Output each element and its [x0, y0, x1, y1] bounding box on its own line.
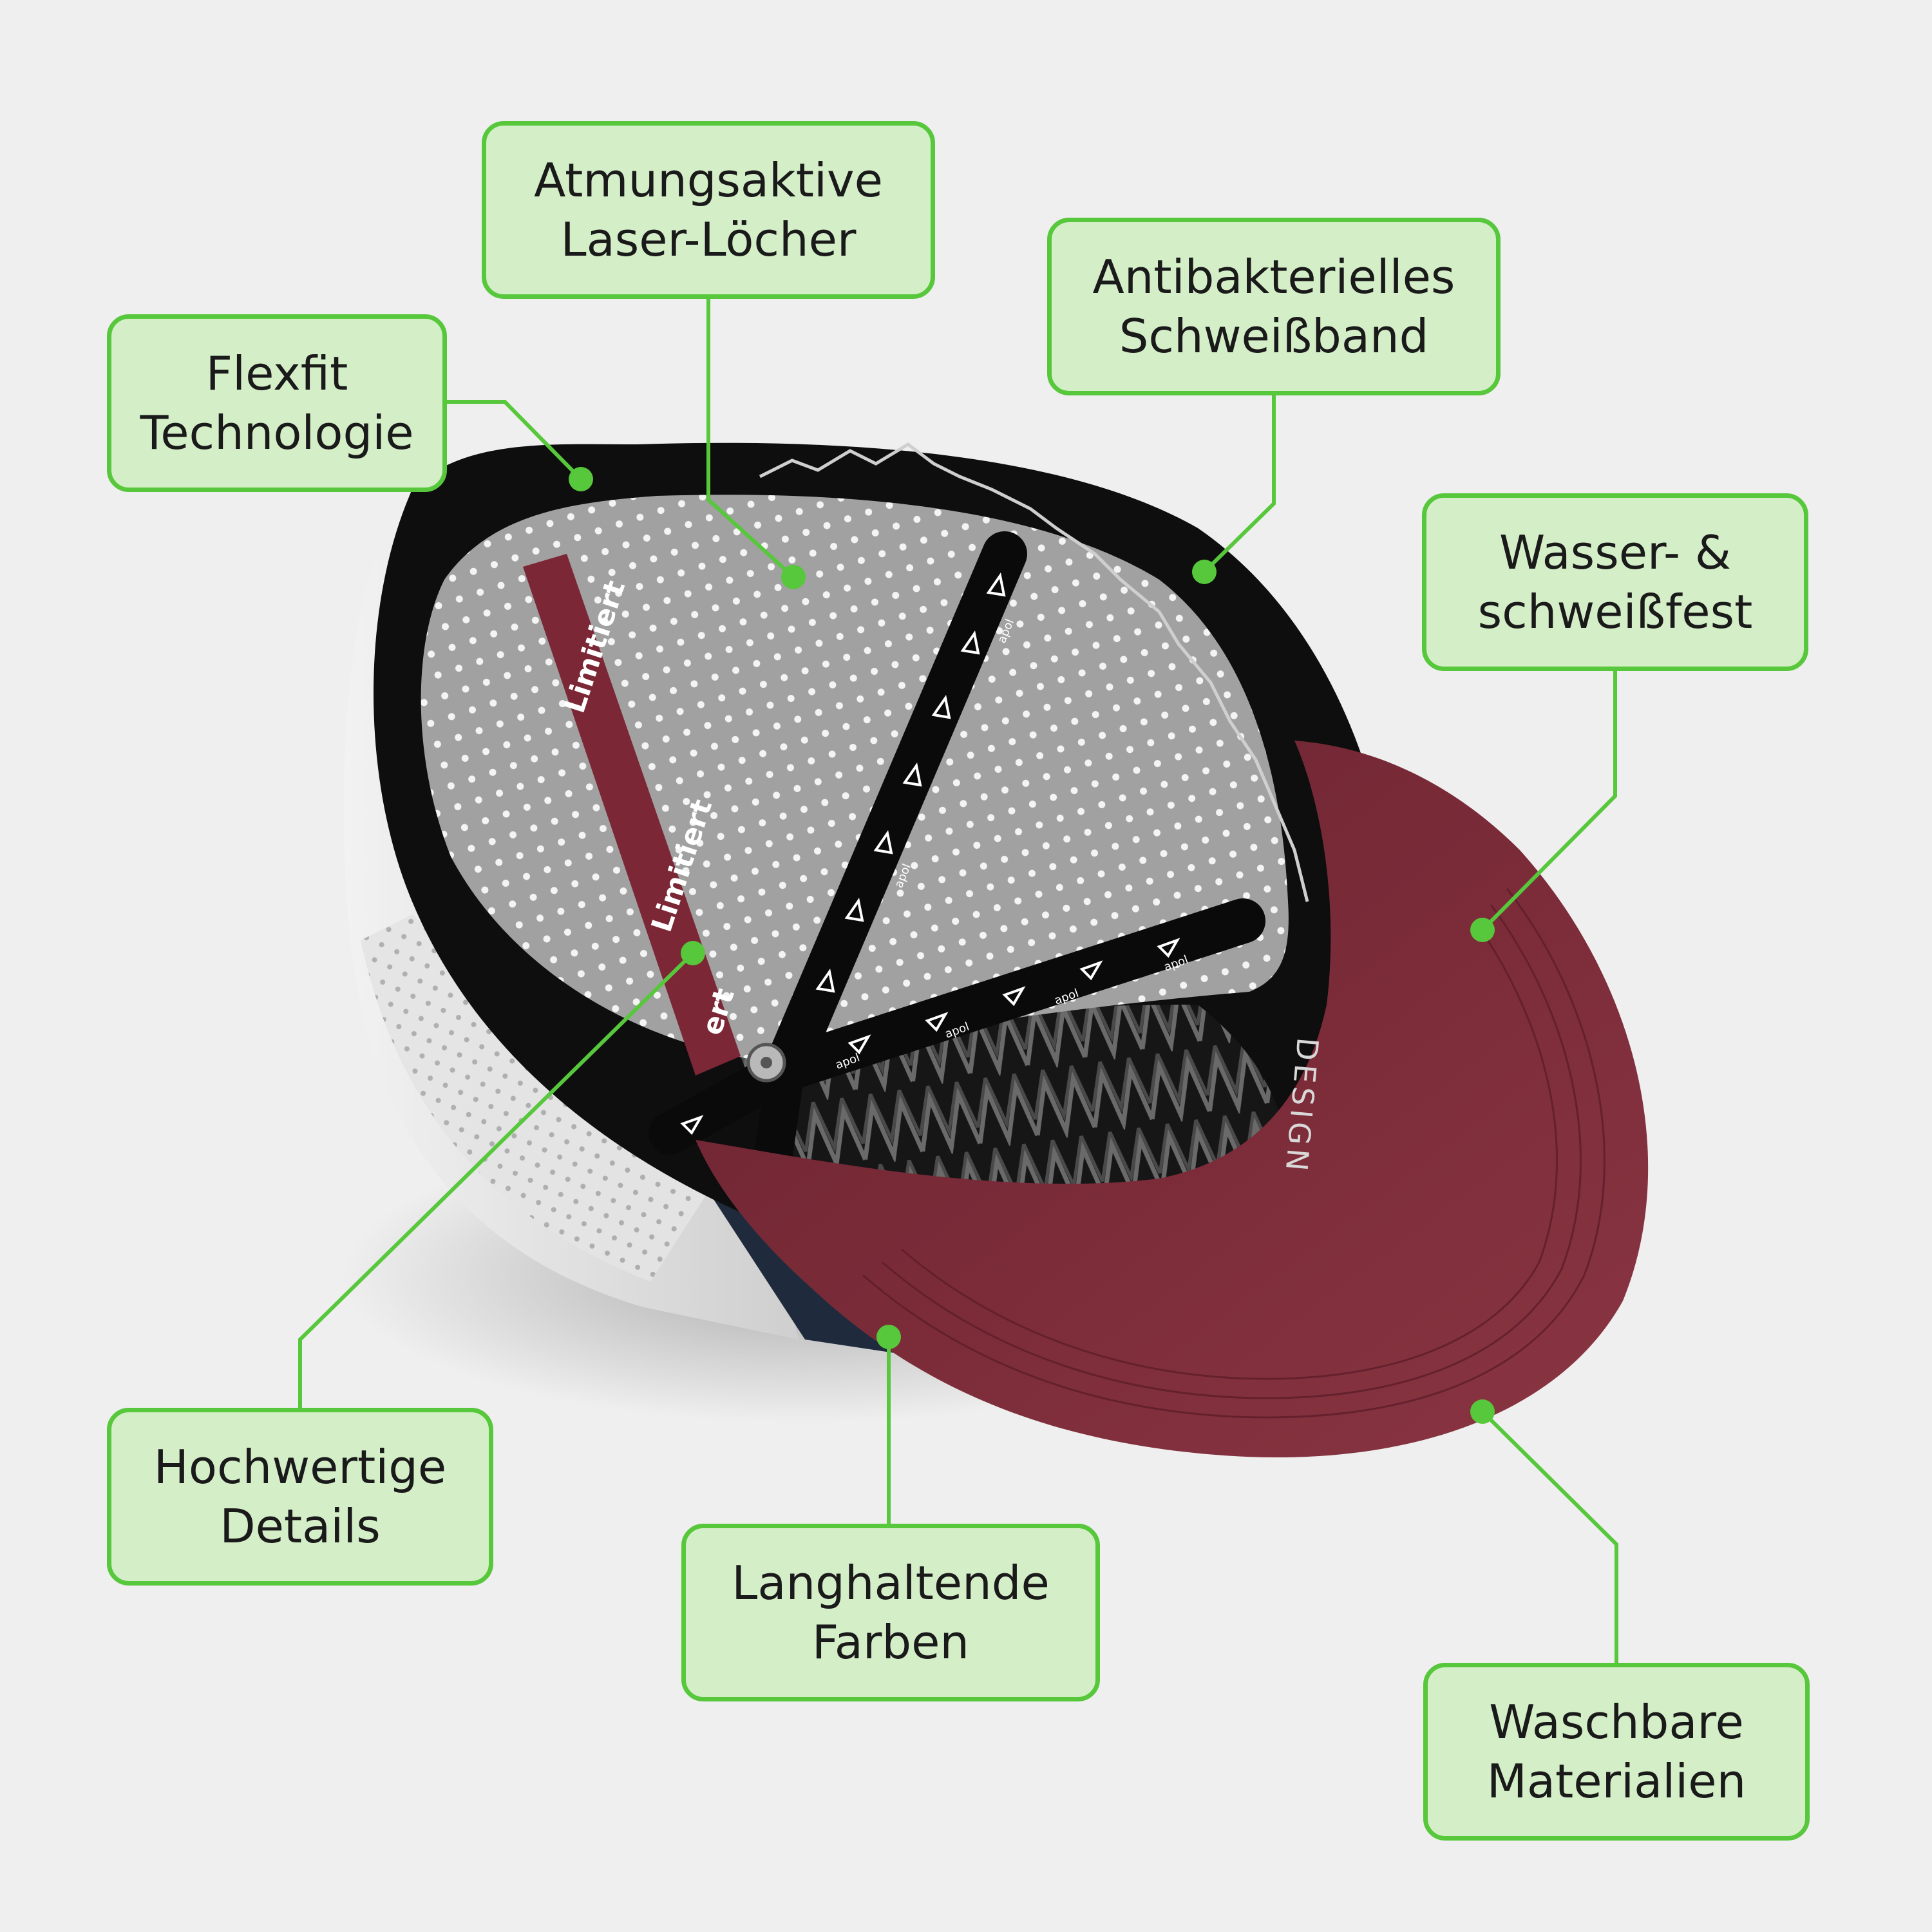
dot-waterproof [1470, 918, 1495, 942]
callout-colors-line2: Farben [811, 1615, 970, 1669]
callout-sweatband-line2: Schweißband [1119, 309, 1429, 363]
connector-washable [1481, 1410, 1618, 1663]
tape-logos [680, 572, 1180, 1135]
dot-flexfit [569, 467, 593, 491]
callout-flexfit: Flexfit Technologie [107, 314, 447, 492]
mountain-print [759, 442, 1309, 902]
connector-dots [569, 467, 1495, 1424]
brim-stitching [862, 888, 1605, 1419]
callout-waterproof-line1: Wasser- & [1499, 526, 1732, 580]
mesh-crown [421, 495, 1289, 1063]
dot-laser [781, 565, 806, 589]
callout-colors-line1: Langhaltende [732, 1556, 1050, 1610]
callout-details: Hochwertige Details [107, 1408, 493, 1586]
callout-sweatband: Antibakterielles Schweißband [1047, 218, 1501, 395]
callout-flexfit-line2: Technologie [140, 406, 414, 460]
callout-colors: Langhaltende Farben [681, 1524, 1100, 1701]
callout-details-line1: Hochwertige [153, 1440, 447, 1494]
connector-flexfit [447, 400, 583, 481]
dot-sweatband [1192, 560, 1217, 584]
crown-side-perforation [361, 914, 708, 1282]
callout-waterproof-line2: schweißfest [1477, 585, 1753, 639]
connector-laser [706, 299, 795, 579]
callout-washable-line2: Materialien [1486, 1754, 1747, 1808]
callout-waterproof: Wasser- & schweißfest [1422, 493, 1808, 671]
dot-colors [876, 1325, 901, 1349]
callout-sweatband-line1: Antibakterielles [1092, 250, 1455, 304]
callout-laser-holes: Atmungsaktive Laser-Löcher [482, 121, 935, 299]
callout-washable-line1: Waschbare [1489, 1695, 1744, 1749]
callout-laser-line2: Laser-Löcher [560, 213, 857, 267]
callout-laser-line1: Atmungsaktive [534, 153, 883, 207]
connector-details [298, 951, 695, 1408]
connector-waterproof [1481, 671, 1617, 932]
callout-flexfit-line1: Flexfit [205, 346, 348, 401]
connector-sweatband [1202, 395, 1276, 574]
dot-washable [1470, 1399, 1495, 1424]
connector-lines [298, 299, 1618, 1663]
dot-details [681, 941, 705, 965]
callout-details-line2: Details [220, 1499, 381, 1553]
callout-washable: Waschbare Materialien [1423, 1663, 1810, 1841]
cap-brim [696, 741, 1649, 1457]
